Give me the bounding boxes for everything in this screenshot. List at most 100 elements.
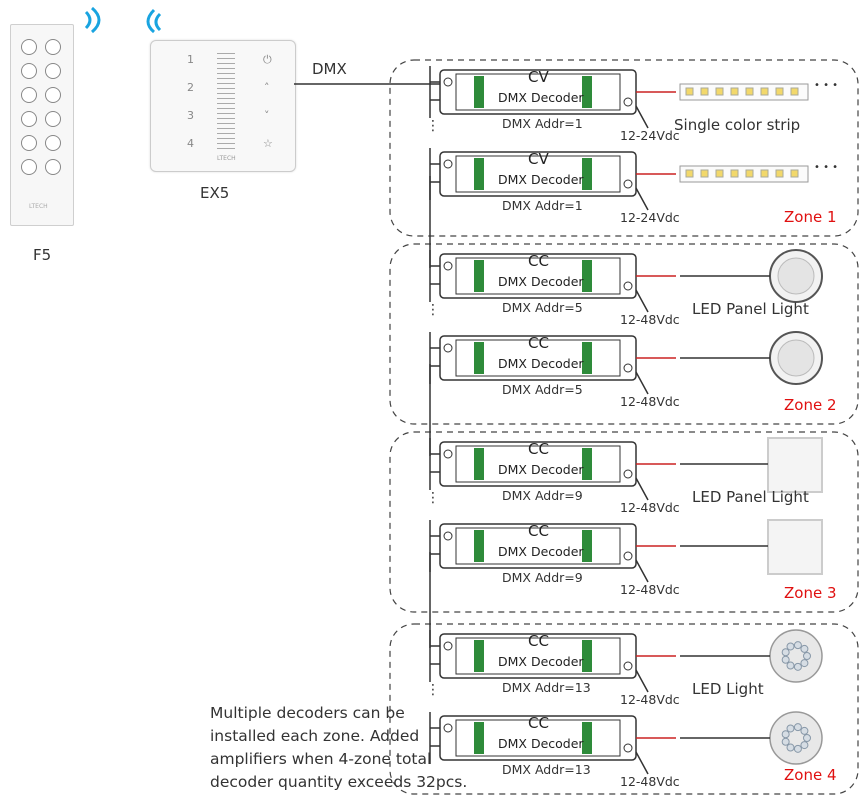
remote-button bbox=[21, 135, 37, 151]
mounting-hole bbox=[443, 641, 453, 651]
remote-button bbox=[45, 111, 61, 127]
downlight-led bbox=[793, 641, 802, 650]
decoder-type-label: CC bbox=[528, 334, 549, 352]
decoder-name-label: DMX Decoder bbox=[498, 274, 584, 289]
dmx-address-label: DMX Addr=5 bbox=[502, 382, 583, 397]
led-chip bbox=[730, 87, 739, 96]
decoder-name-label: DMX Decoder bbox=[498, 736, 584, 751]
dmx-address-label: DMX Addr=1 bbox=[502, 198, 583, 213]
remote-button bbox=[45, 135, 61, 151]
supply-voltage-label: 12-48Vdc bbox=[620, 500, 680, 515]
downlight-led bbox=[800, 741, 809, 750]
dmx-address-label: DMX Addr=5 bbox=[502, 300, 583, 315]
downlight-led bbox=[786, 642, 795, 651]
supply-voltage-label: 12-48Vdc bbox=[620, 692, 680, 707]
downlight-led bbox=[786, 743, 795, 752]
dmx-address-label: DMX Addr=1 bbox=[502, 116, 583, 131]
panel-key-2: 2 bbox=[187, 81, 194, 94]
zone-frame bbox=[389, 59, 859, 237]
remote-button bbox=[21, 39, 37, 55]
downlight-led bbox=[781, 655, 790, 664]
remote-button bbox=[45, 63, 61, 79]
led-chip bbox=[700, 87, 709, 96]
power-supply-lead bbox=[635, 559, 649, 583]
dmx-address-label: DMX Addr=13 bbox=[502, 680, 591, 695]
remote-button bbox=[21, 87, 37, 103]
strip-continuation-mark: • • • bbox=[814, 162, 839, 173]
dmx-address-label: DMX Addr=9 bbox=[502, 570, 583, 585]
mounting-hole bbox=[623, 363, 633, 373]
led-chip bbox=[775, 87, 784, 96]
output-terminal-block bbox=[582, 76, 592, 108]
power-supply-lead bbox=[635, 751, 649, 775]
remote-button bbox=[45, 159, 61, 175]
decoder-type-label: CC bbox=[528, 252, 549, 270]
mounting-hole bbox=[443, 531, 453, 541]
zone-label: Zone 3 bbox=[784, 584, 837, 602]
square-panel-light bbox=[767, 519, 823, 575]
zone-label: Zone 1 bbox=[784, 208, 837, 226]
zone-label: Zone 2 bbox=[784, 396, 837, 414]
mounting-hole bbox=[443, 261, 453, 271]
star-icon: ☆ bbox=[263, 137, 273, 150]
input-terminal-block bbox=[474, 260, 484, 292]
input-terminal-block bbox=[474, 448, 484, 480]
led-chip bbox=[790, 87, 799, 96]
decoder-name-label: DMX Decoder bbox=[498, 462, 584, 477]
zone-frame bbox=[389, 431, 859, 613]
downlight-led bbox=[781, 730, 790, 739]
output-terminal-block bbox=[582, 722, 592, 754]
mounting-hole bbox=[623, 661, 633, 671]
power-supply-lead bbox=[635, 669, 649, 693]
f5-remote-control: LTECH bbox=[10, 24, 74, 226]
load-label: Single color strip bbox=[674, 116, 801, 134]
downlight-led bbox=[793, 662, 802, 671]
strip-continuation-mark: • • • bbox=[814, 80, 839, 91]
decoder-type-label: CV bbox=[528, 68, 549, 86]
wireless-signal-icon bbox=[90, 6, 101, 34]
led-chip bbox=[730, 169, 739, 178]
downlight-led bbox=[800, 659, 809, 668]
output-terminal-block bbox=[582, 530, 592, 562]
led-chip bbox=[745, 87, 754, 96]
more-decoders-mark: ⋮ bbox=[426, 118, 440, 134]
remote-brand: LTECH bbox=[29, 203, 48, 210]
mounting-hole bbox=[443, 723, 453, 733]
decoder-name-label: DMX Decoder bbox=[498, 544, 584, 559]
more-decoders-mark: ⋮ bbox=[426, 490, 440, 506]
downlight bbox=[769, 711, 823, 765]
remote-label: F5 bbox=[33, 246, 52, 264]
power-supply-lead bbox=[635, 477, 649, 501]
remote-button bbox=[21, 63, 37, 79]
input-terminal-block bbox=[474, 158, 484, 190]
input-terminal-block bbox=[474, 530, 484, 562]
decoder-name-label: DMX Decoder bbox=[498, 90, 584, 105]
led-chip bbox=[685, 87, 694, 96]
input-terminal-block bbox=[474, 640, 484, 672]
dmx-signal-label: DMX bbox=[312, 60, 347, 78]
power-icon: ⏻ bbox=[263, 53, 272, 66]
input-terminal-block bbox=[474, 342, 484, 374]
remote-button bbox=[21, 159, 37, 175]
mounting-hole bbox=[443, 449, 453, 459]
led-chip bbox=[745, 169, 754, 178]
downlight-led bbox=[803, 734, 811, 742]
output-terminal-block bbox=[582, 448, 592, 480]
led-chip bbox=[775, 169, 784, 178]
installation-note: Multiple decoders can be installed each … bbox=[210, 704, 468, 791]
downlight-led bbox=[786, 724, 795, 733]
mounting-hole bbox=[443, 159, 453, 169]
chevron-up-icon: ˄ bbox=[264, 81, 270, 94]
input-terminal-block bbox=[474, 76, 484, 108]
panel-key-3: 3 bbox=[187, 109, 194, 122]
supply-voltage-label: 12-48Vdc bbox=[620, 774, 680, 789]
downlight-led bbox=[803, 652, 811, 660]
power-supply-lead bbox=[635, 187, 649, 211]
led-chip bbox=[760, 87, 769, 96]
round-panel-light bbox=[777, 257, 815, 295]
wireless-signal-icon bbox=[154, 12, 162, 32]
remote-button bbox=[21, 111, 37, 127]
dmx-address-label: DMX Addr=9 bbox=[502, 488, 583, 503]
output-terminal-block bbox=[582, 260, 592, 292]
ex5-touch-panel: 1 2 3 4 LTECH ⏻ ˄ ˅ ☆ bbox=[150, 40, 296, 172]
